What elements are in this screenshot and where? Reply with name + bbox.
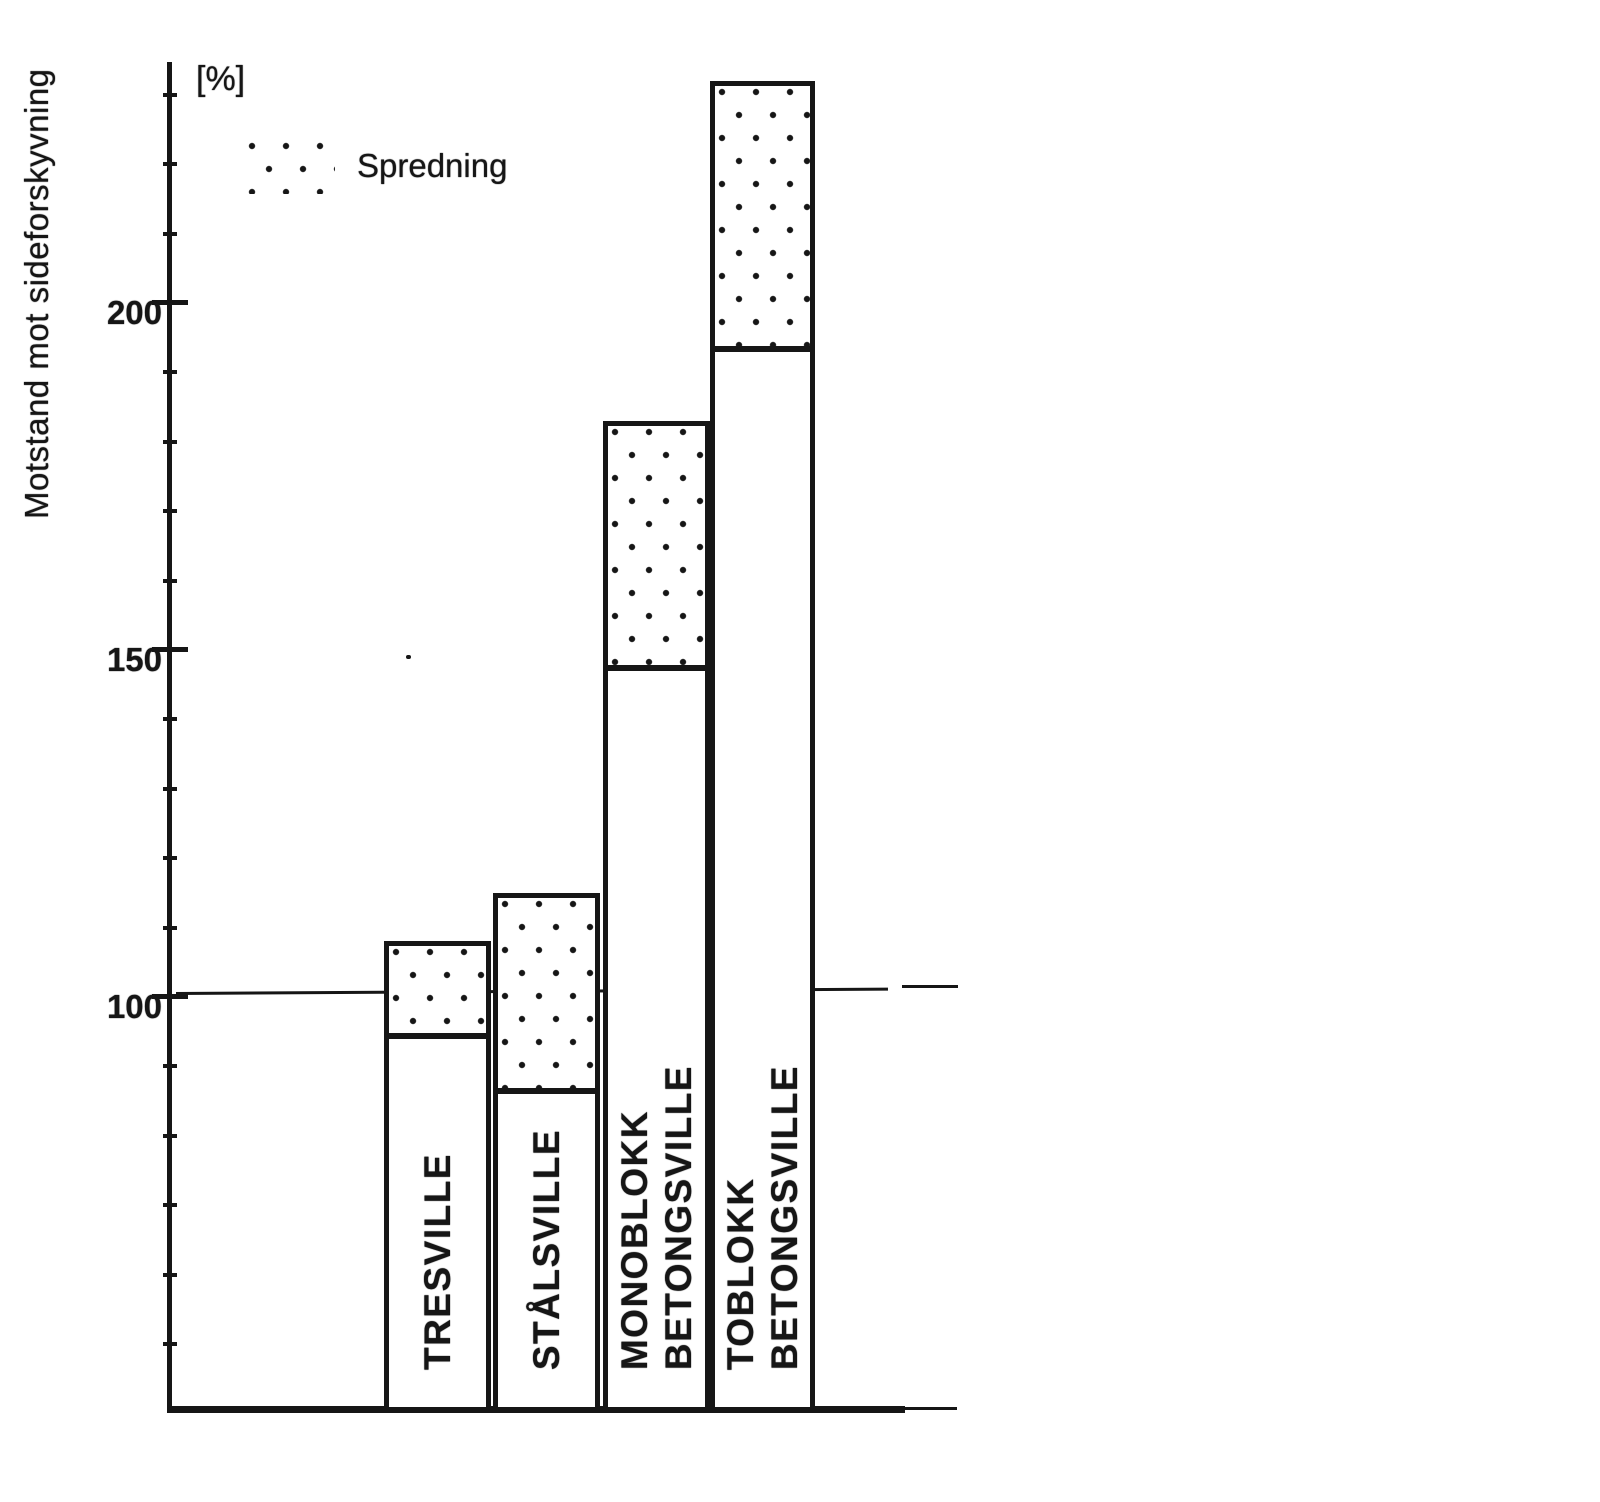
- y-axis-minor-tick-120: [163, 856, 177, 860]
- bar-label-st-lsville: STÅLSVILLE: [525, 1128, 567, 1370]
- reference-line-100-dash: [902, 985, 958, 988]
- bar-tresville: [384, 941, 491, 1412]
- y-axis-minor-tick-50: [163, 1342, 177, 1346]
- bar-label-tresville: TRESVILLE: [416, 1152, 458, 1370]
- y-axis-minor-tick-220: [163, 162, 177, 166]
- y-axis-minor-tick-60: [163, 1273, 177, 1277]
- y-axis-minor-tick-160: [163, 579, 177, 583]
- y-axis-major-tick-150: [152, 647, 188, 652]
- bar-spread-toblokk-betongsville: [715, 86, 810, 352]
- bar-spread-monoblokk-betongsville: [608, 426, 705, 671]
- y-axis-tick-label-100: 100: [106, 988, 162, 1025]
- y-axis-minor-tick-70: [163, 1203, 177, 1207]
- bar-toblokk-betongsville: [710, 81, 815, 1412]
- y-axis-minor-tick-110: [163, 926, 177, 930]
- bar-st-lsville: [493, 893, 600, 1412]
- y-axis-major-tick-100: [152, 994, 188, 999]
- bar-label-toblokk-betongsville: TOBLOKK BETONGSVILLE: [719, 1064, 805, 1370]
- y-axis-minor-tick-180: [163, 440, 177, 444]
- y-axis-tick-label-150: 150: [106, 641, 162, 678]
- y-axis-minor-tick-130: [163, 787, 177, 791]
- y-axis-minor-tick-80: [163, 1134, 177, 1138]
- legend-spredning-swatch-icon: [245, 140, 335, 194]
- y-axis-line: [167, 62, 172, 1412]
- y-axis-minor-tick-140: [163, 717, 177, 721]
- y-axis-minor-tick-90: [163, 1064, 177, 1068]
- y-axis-unit-label: [%]: [196, 60, 246, 98]
- bar-label-monoblokk-betongsville: MONOBLOKK BETONGSVILLE: [613, 1064, 699, 1370]
- bar-monoblokk-betongsville: [603, 421, 710, 1412]
- y-axis-minor-tick-170: [163, 509, 177, 513]
- x-axis-baseline-extension: [898, 1407, 957, 1410]
- bar-spread-st-lsville: [498, 898, 595, 1094]
- y-axis-minor-tick-230: [163, 93, 177, 97]
- bar-spread-tresville: [389, 946, 486, 1039]
- y-axis-tick-label-200: 200: [106, 294, 162, 331]
- scan-speckle: [406, 655, 411, 659]
- y-axis-major-tick-200: [152, 300, 188, 305]
- legend-spredning-label: Spredning: [357, 147, 508, 184]
- y-axis-title: Motstand mot sideforskyvning: [18, 68, 55, 520]
- y-axis-minor-tick-210: [163, 232, 177, 236]
- y-axis-minor-tick-190: [163, 370, 177, 374]
